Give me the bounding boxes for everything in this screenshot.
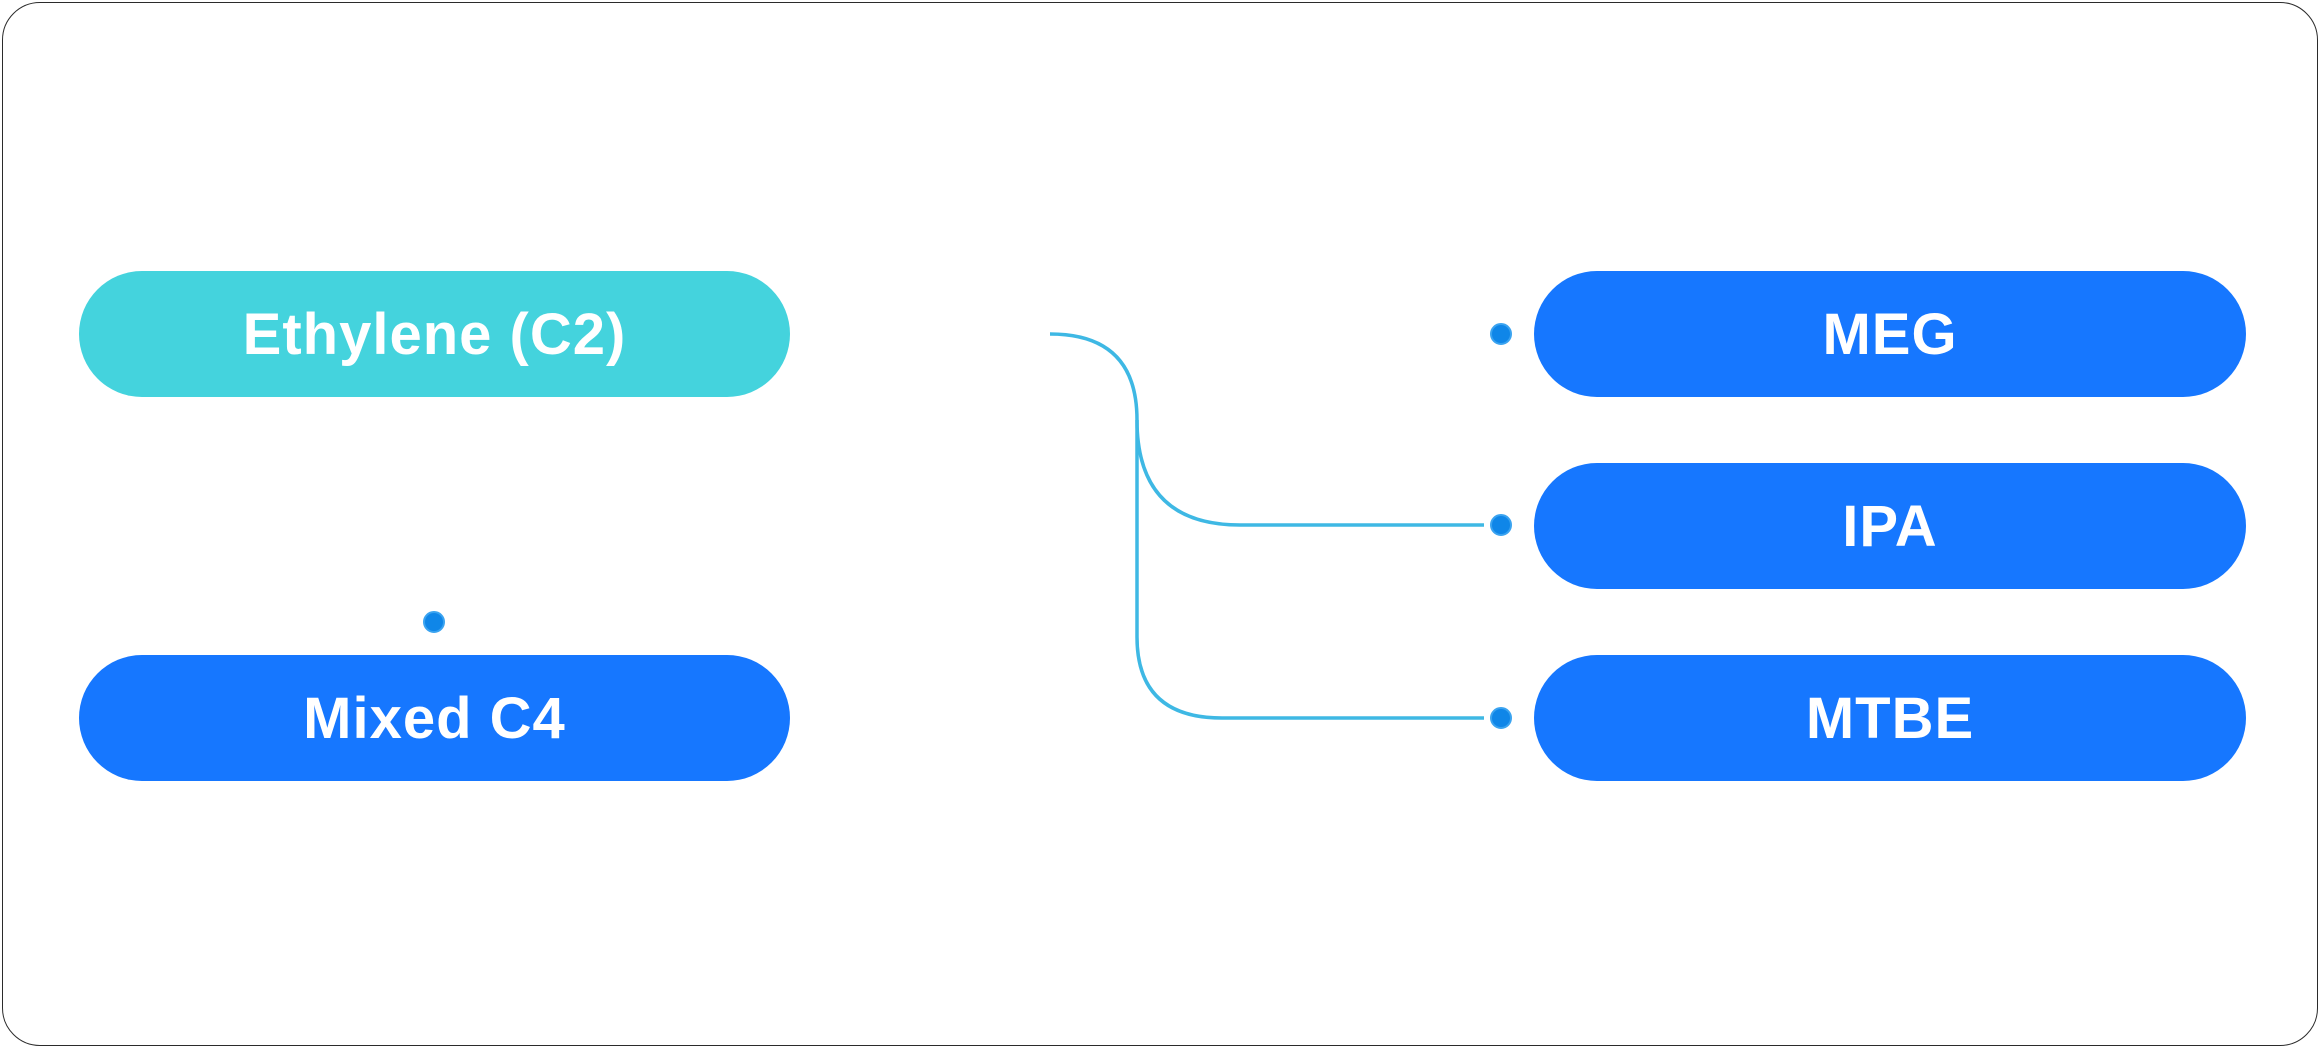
endpoint-dot-mixed-c4 — [423, 611, 445, 633]
endpoint-dot-mtbe — [1490, 707, 1512, 729]
node-ipa: IPA — [1534, 463, 2246, 589]
node-mixed-c4-label: Mixed C4 — [303, 685, 566, 751]
connector-ethylene-ipa — [1049, 332, 1484, 527]
endpoint-dot-meg — [1490, 323, 1512, 345]
node-mtbe-label: MTBE — [1805, 685, 1975, 751]
node-mtbe: MTBE — [1534, 655, 2246, 781]
node-ethylene: Ethylene (C2) — [79, 271, 790, 397]
endpoint-dot-ipa — [1490, 514, 1512, 536]
node-ethylene-label: Ethylene (C2) — [242, 301, 627, 367]
connector-ethylene-mtbe — [1135, 420, 1484, 720]
node-ipa-label: IPA — [1842, 493, 1938, 559]
node-meg: MEG — [1534, 271, 2246, 397]
node-meg-label: MEG — [1822, 301, 1958, 367]
node-mixed-c4: Mixed C4 — [79, 655, 790, 781]
